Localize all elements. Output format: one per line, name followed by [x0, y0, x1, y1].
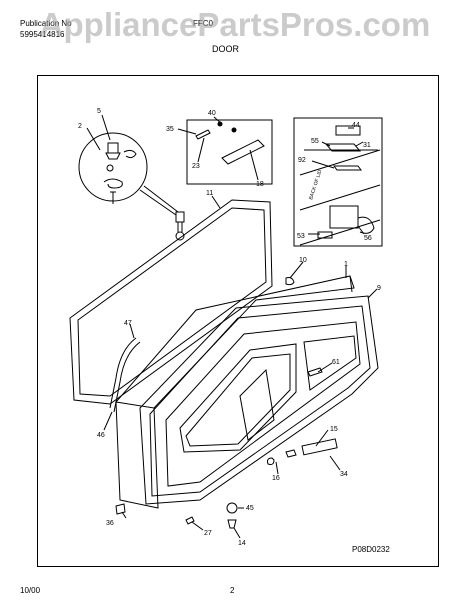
screw-icon — [110, 191, 116, 204]
part-label-31: 31 — [363, 142, 371, 149]
inset-caption-back-of-lid: BACK OF LID — [308, 169, 323, 201]
part-label-36: 36 — [106, 520, 114, 527]
outer-door-panel — [115, 275, 355, 409]
part-label-16: 16 — [272, 475, 280, 482]
part-label-15: 15 — [330, 426, 338, 433]
model-number: FFC0 — [193, 19, 213, 28]
footer-page-number: 2 — [230, 586, 235, 595]
part-label-2: 2 — [78, 123, 82, 130]
part-label-27: 27 — [204, 530, 212, 537]
part-label-1: 1 — [344, 261, 348, 268]
door-gasket — [69, 199, 273, 405]
part-label-46: 46 — [97, 432, 105, 439]
part-label-40: 40 — [208, 110, 216, 117]
part-label-44: 44 — [352, 122, 360, 129]
inner-door-liner — [139, 295, 379, 505]
inset-box-lid-parts — [186, 119, 273, 185]
part-label-55: 55 — [311, 138, 319, 145]
part-label-14: 14 — [238, 540, 246, 547]
watermark: AppliancePartsPros.com — [39, 6, 431, 43]
footer-date: 10/00 — [20, 586, 41, 595]
light-housing — [329, 205, 359, 229]
part-label-9: 9 — [377, 285, 381, 292]
part-label-5: 5 — [97, 108, 101, 115]
part-label-23: 23 — [192, 163, 200, 170]
part-label-53: 53 — [297, 233, 305, 240]
hinge-icon — [175, 211, 185, 232]
part-label-18: 18 — [256, 181, 264, 188]
part-label-45: 45 — [246, 505, 254, 512]
cap-icon — [105, 142, 121, 160]
section-title: DOOR — [212, 44, 239, 54]
part-label-34: 34 — [340, 471, 348, 478]
part-label-61: 61 — [332, 359, 340, 366]
part-label-92: 92 — [298, 157, 306, 164]
drawing-code: P08D0232 — [352, 545, 390, 554]
publication-number: 5995414816 — [20, 30, 65, 39]
latch-strip — [221, 139, 265, 165]
part-label-56: 56 — [364, 235, 372, 242]
inset-box-back-of-lid — [293, 117, 383, 247]
clip-icon — [123, 149, 137, 159]
diagram-frame — [37, 75, 439, 567]
part-label-10: 10 — [299, 257, 307, 264]
publication-label: Publication No — [20, 19, 72, 28]
part-label-35: 35 — [166, 126, 174, 133]
part-label-11: 11 — [206, 190, 213, 197]
part-label-47: 47 — [124, 320, 132, 327]
